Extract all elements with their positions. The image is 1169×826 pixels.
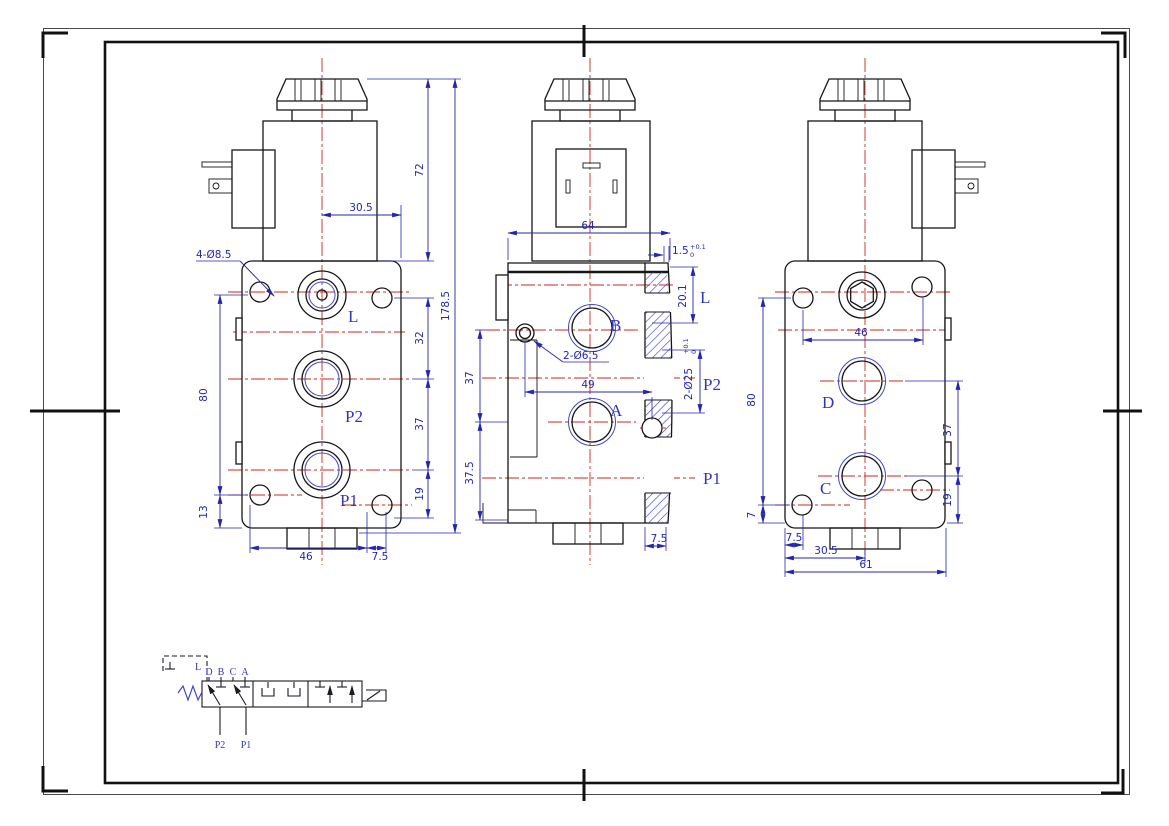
rear-port-label-D: D — [822, 393, 834, 412]
schematic-label-A: A — [241, 667, 249, 678]
side-dimensions: 64 1.5 +0.1 0 20.1 2-Ø6.5 49 37 37.5 — [464, 220, 706, 551]
dim-plate-tol-upper: +0.1 — [690, 243, 706, 251]
dim-plate-thickness: 1.5 — [672, 245, 689, 257]
front-port-label-P2: P2 — [345, 407, 363, 426]
schematic-label-P2: P2 — [215, 740, 226, 751]
side-port-label-L: L — [700, 288, 710, 307]
electrical-connector-right — [911, 149, 986, 229]
dim-bore-tol-upper: +0.1 — [682, 338, 690, 354]
side-port-label-P1: P1 — [703, 469, 721, 488]
dim-hole-spacing: 49 — [581, 379, 594, 391]
dim-bottom-spacing: 19 — [942, 493, 954, 506]
sheet-frame — [30, 25, 1142, 801]
spring-symbol — [177, 684, 203, 702]
dim-solenoid-offset: 30.5 — [349, 202, 372, 214]
dim-mount-height: 80 — [198, 388, 210, 401]
dim-bore-tol-lower: 0 — [690, 350, 698, 354]
dim-hole-callout-side: 2-Ø6.5 — [563, 350, 598, 362]
dim-center-offset: 30.5 — [814, 545, 837, 557]
side-view: B A L P2 P1 64 1.5 +0.1 0 20.1 2-Ø6.5 — [464, 58, 721, 565]
dim-top-spacing: 46 — [854, 327, 868, 339]
section-hatch — [644, 272, 674, 523]
schematic-label-L: L — [195, 662, 201, 673]
side-port-label-P2: P2 — [703, 375, 721, 394]
dim-flange-width: 7.5 — [651, 533, 668, 545]
dim-port-spacing: 37 — [942, 423, 954, 436]
dim-base-edge: 7.5 — [372, 551, 389, 563]
front-port-label-P1: P1 — [340, 491, 358, 510]
dim-mount-bottom: 13 — [198, 505, 210, 518]
dim-plate-tol-lower: 0 — [690, 251, 694, 259]
dim-rear-mount-height: 80 — [746, 393, 758, 406]
rear-port-label-C: C — [820, 479, 831, 498]
dim-upper-span: 37 — [464, 371, 476, 384]
schematic-label-D: D — [205, 667, 212, 678]
front-dimensions: 4-Ø8.5 30.5 72 178.5 32 37 19 — [196, 78, 461, 563]
dim-solenoid-height: 72 — [414, 163, 426, 176]
side-port-label-A: A — [610, 401, 623, 420]
dim-base-width: 46 — [299, 551, 313, 563]
electrical-connector-left — [201, 149, 276, 229]
hex-nut — [552, 522, 624, 545]
schematic-label-B: B — [218, 667, 225, 678]
dim-port-gap-top: 32 — [414, 331, 426, 344]
dim-bore-callout: 2-Ø25 — [683, 368, 695, 400]
dim-flange-depth: 20.1 — [677, 284, 689, 307]
dim-foot: 7 — [746, 512, 758, 519]
dim-lower-span: 37.5 — [464, 461, 476, 484]
electrical-connector-front — [555, 148, 627, 228]
dim-edge: 7.5 — [786, 532, 803, 544]
dim-coil-width: 64 — [581, 220, 595, 232]
front-port-label-L: L — [348, 307, 358, 326]
rear-dimensions: 46 80 7 37 19 7.5 30.5 61 — [746, 297, 963, 577]
solenoid-symbol — [362, 689, 387, 702]
dim-port-gap-mid: 37 — [414, 417, 426, 430]
schematic-label-C: C — [230, 667, 237, 678]
side-port-label-B: B — [610, 316, 621, 335]
front-view: L P2 P1 4-Ø8.5 30.5 72 178.5 32 37 — [196, 58, 461, 565]
hydraulic-schematic: L D B C A — [162, 655, 387, 751]
schematic-label-P1: P1 — [241, 740, 252, 751]
rear-view: D C 46 80 7 37 19 7.5 — [746, 58, 986, 577]
dim-port-gap-bottom: 19 — [414, 487, 426, 500]
dim-width: 61 — [859, 559, 872, 571]
hex-plug — [850, 281, 874, 309]
dim-overall-height: 178.5 — [440, 291, 452, 321]
dim-hole-callout: 4-Ø8.5 — [196, 249, 231, 261]
